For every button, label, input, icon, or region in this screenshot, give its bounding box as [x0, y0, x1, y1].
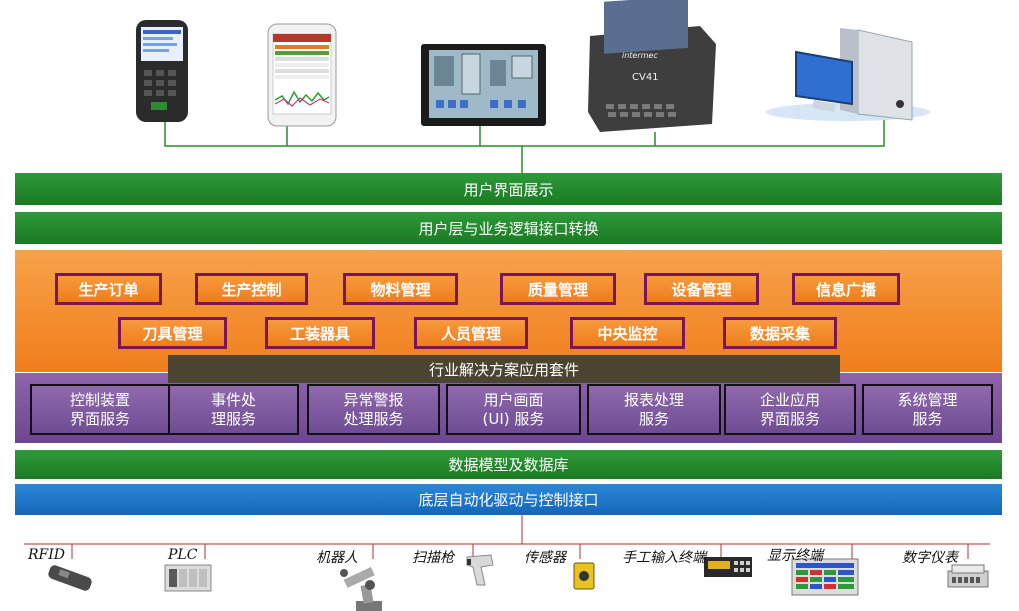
tablet-model-text: CV41 [632, 72, 659, 83]
robot-arm-icon [340, 567, 382, 611]
industry-suite-banner: 行业解决方案应用套件 [168, 355, 840, 383]
device-label-plc: PLC [168, 547, 198, 563]
module-fixtures: 工装器具 [265, 317, 375, 349]
display-terminal-icon [791, 558, 859, 596]
module-production-control: 生产控制 [195, 273, 308, 305]
application-modules-area [15, 250, 1002, 372]
device-label-robot: 机器人 [316, 550, 358, 566]
handheld-terminal-icon [136, 20, 188, 122]
interface-conversion-layer: 用户层与业务逻辑接口转换 [15, 212, 1002, 244]
ui-display-layer: 用户界面展示 [15, 173, 1002, 205]
module-data-collection: 数据采集 [723, 317, 837, 349]
top-devices-graphic: intermec CV41 [136, 0, 930, 173]
device-label-display-terminal: 显示终端 [767, 548, 823, 564]
module-info-broadcast: 信息广播 [792, 273, 900, 305]
bottom-devices-graphic [24, 515, 990, 611]
digital-meter-icon [947, 564, 989, 588]
industry-suite-label: 行业解决方案应用套件 [428, 360, 579, 379]
data-model-label: 数据模型及数据库 [448, 456, 569, 474]
data-model-layer: 数据模型及数据库 [15, 450, 1002, 479]
device-label-sensor: 传感器 [524, 550, 566, 566]
ui-display-label: 用户界面展示 [463, 180, 554, 199]
device-label-scanner: 扫描枪 [412, 550, 454, 566]
service-enterprise-app-ui: 企业应用 界面服务 [724, 384, 856, 435]
hmi-panel-icon [421, 44, 546, 126]
vehicle-mount-computer-icon: intermec CV41 [588, 0, 716, 132]
module-material-management: 物料管理 [343, 273, 458, 305]
service-user-interface: 用户画面 (UI) 服务 [446, 384, 581, 435]
tablet-brand-text: intermec [622, 51, 658, 60]
service-system-management: 系统管理 服务 [862, 384, 993, 435]
sensor-icon [573, 562, 595, 590]
service-event-handling: 事件处 理服务 [168, 384, 299, 435]
plc-icon [164, 564, 212, 592]
device-label-digital-meter: 数字仪表 [902, 550, 958, 566]
device-connector-lines [164, 118, 885, 173]
module-equipment-management: 设备管理 [644, 273, 759, 305]
module-production-order: 生产订单 [55, 273, 162, 305]
scanner-gun-icon [466, 554, 494, 586]
device-label-rfid: RFID [28, 547, 66, 563]
module-quality-management: 质量管理 [500, 273, 616, 305]
device-label-manual-terminal: 手工输入终端 [622, 550, 706, 566]
manual-input-terminal-icon [704, 557, 752, 577]
driver-interface-layer: 底层自动化驱动与控制接口 [15, 484, 1002, 515]
rfid-reader-icon [48, 565, 92, 591]
service-control-device-ui: 控制装置 界面服务 [30, 384, 170, 435]
module-central-monitoring: 中央监控 [570, 317, 685, 349]
bus-lines [24, 515, 990, 559]
interface-conversion-label: 用户层与业务逻辑接口转换 [418, 219, 599, 238]
desktop-pc-icon [766, 28, 930, 121]
service-report-processing: 报表处理 服务 [587, 384, 721, 435]
service-exception-alarm: 异常警报 处理服务 [307, 384, 440, 435]
smartphone-icon [267, 23, 337, 127]
module-tool-management: 刀具管理 [118, 317, 227, 349]
driver-interface-label: 底层自动化驱动与控制接口 [418, 491, 599, 509]
module-personnel-management: 人员管理 [414, 317, 528, 349]
